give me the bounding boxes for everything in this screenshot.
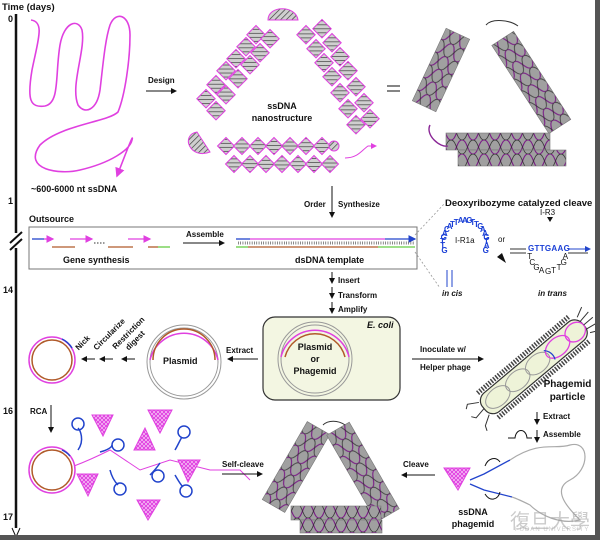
trans-loop-letter: T (556, 262, 562, 272)
cis-dnazyme-name: I-R1a (455, 236, 475, 245)
gene-synthesis-fragments (32, 235, 225, 248)
frame-bottom-border (0, 535, 600, 540)
cis-loop-letter: A (462, 216, 468, 225)
cis-loop-letter: T (473, 219, 479, 229)
self-cleave-label: Self-cleave (222, 460, 264, 469)
ssdna-phagemid (443, 443, 586, 522)
ecoli-plasmid-label-1: Plasmid (297, 342, 333, 352)
nanostructure-label-1: ssDNA (267, 101, 297, 111)
ssdna-nanostructure (187, 8, 380, 174)
synthesize-label: Synthesize (338, 200, 380, 209)
timeline-tick-0: 0 (8, 14, 14, 24)
cis-loop-letter: T (483, 237, 489, 247)
timeline-tick-1: 1 (8, 196, 14, 206)
frame-right-border (595, 0, 600, 540)
plasmid-label: Plasmid (163, 356, 198, 366)
cis-loop-letter: A (482, 229, 488, 239)
cis-loop-letter: A (480, 225, 486, 235)
or-label: or (498, 235, 506, 244)
trans-mode-label: in trans (538, 289, 567, 298)
cis-loop-letter: A (457, 216, 464, 226)
phagemid-particle-label-2: particle (549, 392, 586, 403)
amplify-label: Amplify (338, 305, 368, 314)
gene-synthesis-label: Gene synthesis (63, 255, 130, 265)
dna-origami-3d-bottom (261, 420, 400, 534)
cis-loop-letter: A (446, 222, 453, 232)
cis-loop-letter: G (483, 233, 490, 243)
assemble-right-label: Assemble (543, 430, 581, 439)
assemble-label: Assemble (186, 230, 224, 239)
ecoli-label: E. coli (367, 320, 394, 330)
cis-mode-label: in cis (442, 289, 463, 298)
watermark-subtext: FUDAN UNIVERSITY (515, 527, 590, 533)
insert-label: Insert (338, 276, 360, 285)
timeline-tick-14: 14 (3, 285, 14, 295)
outsource-box (28, 226, 418, 270)
nicked-circle (28, 336, 76, 384)
cis-loop-letter: T (450, 219, 455, 229)
helper-phage-label: Helper phage (420, 363, 471, 372)
outsource-title: Outsource (29, 214, 75, 224)
trans-loop-letter: G (545, 267, 552, 276)
trans-loop-letter: G (560, 258, 567, 267)
cis-loop-letter: G (441, 245, 448, 255)
trans-top-sequence: GTTGAAG (528, 244, 571, 253)
rca-label: RCA (30, 407, 48, 416)
cis-loop-letter: A (483, 241, 490, 251)
deoxyribozyme-title: Deoxyribozyme catalyzed cleave (445, 198, 593, 209)
trans-loop-letter: T (551, 265, 557, 275)
nanostructure-label-2: nanostructure (251, 113, 313, 123)
cis-loop-letter: G (466, 216, 473, 226)
dna-origami-3d-top (411, 20, 572, 167)
cis-loop-letter: T (440, 241, 446, 251)
plasmid-circle (146, 324, 222, 400)
ssdna-length-label: ~600-6000 nt ssDNA (31, 184, 118, 194)
ecoli-plasmid (277, 321, 353, 397)
ecoli-plasmid-label-2: or (310, 354, 320, 364)
timeline-title: Time (days) (2, 2, 55, 13)
phagemid-particle (465, 306, 600, 431)
rca-circle (28, 446, 76, 494)
dsdna-template-label: dsDNA template (295, 255, 365, 265)
ecoli-plasmid-label-3: Phagemid (293, 366, 337, 376)
extract-right-label: Extract (543, 412, 571, 421)
trans-loop-letter: C (529, 258, 536, 267)
timeline-tick-17: 17 (3, 512, 14, 522)
cis-loop-letter: T (453, 217, 459, 227)
watermark-text: 復旦大學 (510, 511, 590, 533)
ssdna-phagemid-label-1: ssDNA (458, 507, 488, 517)
timeline-axis (9, 14, 23, 539)
ssdna-phagemid-label-2: phagemid (451, 519, 495, 529)
rca-product-network (71, 409, 251, 522)
inoculate-label: Inoculate w/ (420, 345, 466, 354)
cis-loop-letter: T (440, 237, 445, 247)
trans-loop-letter: A (538, 265, 545, 275)
trans-loop-letter: T (527, 252, 533, 262)
cis-loop-letter: A (441, 229, 448, 239)
transform-label: Transform (338, 291, 378, 300)
equals-sign (387, 85, 400, 92)
trans-loop-letter: G (533, 262, 540, 272)
phagemid-particle-label-1: Phagemid (543, 379, 592, 390)
ssdna-strand (29, 15, 134, 178)
cis-loop-letter: G (477, 222, 484, 232)
cis-loop-letter: G (482, 245, 489, 255)
cleave-label: Cleave (403, 460, 429, 469)
trans-dnazyme-name: I-R3 (540, 208, 556, 217)
cis-loop-letter: C (443, 225, 450, 235)
order-label: Order (304, 200, 326, 209)
design-label: Design (148, 76, 175, 85)
phagemid-extract-assemble-arrows (508, 412, 540, 443)
cis-loop-letter: G (440, 233, 447, 243)
ecoli-cell (262, 316, 401, 401)
dsdna-template-strand (236, 235, 417, 248)
dnazyme-trans-stems (446, 217, 591, 287)
trans-loop-letter: A (562, 252, 569, 262)
extract-left-label: Extract (226, 346, 254, 355)
cis-loop-letter: T (470, 217, 476, 227)
timeline-tick-16: 16 (3, 406, 14, 416)
